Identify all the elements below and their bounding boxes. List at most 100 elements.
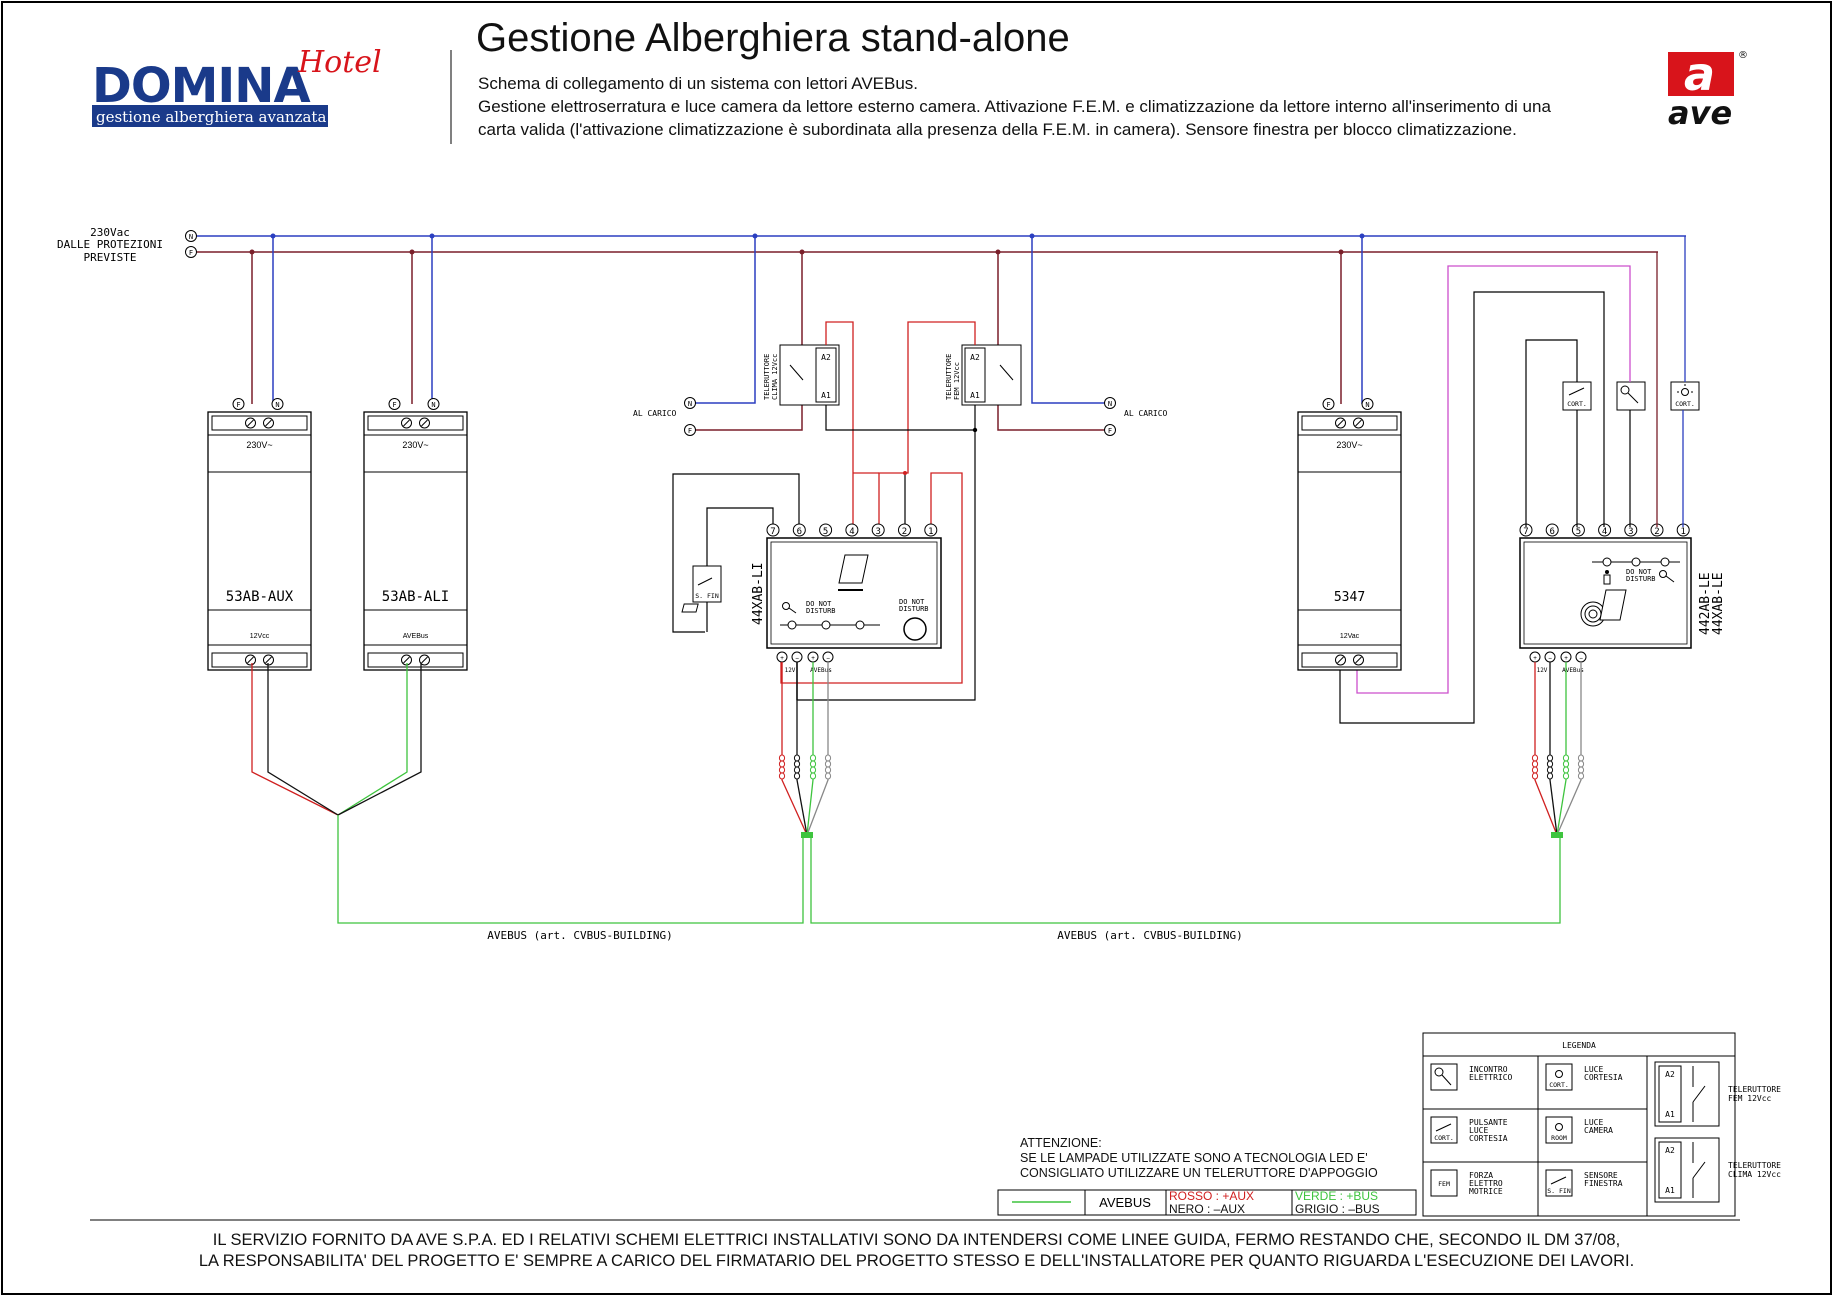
clima-load-n-terminal [684, 397, 696, 409]
reader-external-inner [1523, 541, 1688, 645]
wire-connector [1562, 760, 1570, 768]
contactor-fem-label: TELERUTTORE FEM 12Vcc [945, 349, 961, 400]
module-voltage: 230V~ [1336, 440, 1362, 450]
clima-coil-a2-wire [825, 321, 854, 527]
cable-legend-rosso: ROSSO : +AUX [1169, 1189, 1254, 1203]
key-icon-shaft [1441, 1074, 1452, 1086]
mains-label-line: 230Vac [90, 226, 130, 239]
fem-load-label: AL CARICO [1124, 409, 1168, 418]
mains-n-label: N [189, 233, 193, 241]
logo-tagline-bar [92, 105, 328, 127]
wire-connector [1562, 766, 1570, 774]
reader-internal-avebus: AVEBus [810, 667, 832, 674]
cable-legend-verde: VERDE : +BUS [1295, 1189, 1378, 1203]
clima-load-f-terminal [684, 424, 696, 436]
fem-load-n-terminal [1104, 397, 1116, 409]
reader-external-avebus: AVEBus [1562, 667, 1584, 674]
reader-external[interactable]: DO NOT DISTURB 442AB-LE 44XAB-LE [1519, 537, 1726, 649]
numbered-terminal-label: 2 [902, 527, 907, 537]
legend-icon-tag: S. FIN [1547, 1187, 1571, 1195]
junction-dot [1359, 233, 1365, 239]
screw-slot [1355, 419, 1362, 427]
contactor-fem-label-line: TELERUTTORE [945, 354, 953, 400]
cort-button-label: CORT. [1567, 400, 1587, 408]
module-top-terminal-bar [1301, 415, 1398, 431]
module-label: 53AB-ALI [382, 589, 449, 605]
module-body [207, 411, 312, 671]
wire-connector [778, 760, 786, 768]
fem-load-f-label: F [1108, 427, 1112, 435]
legend-item-text: ELETTRO [1469, 1179, 1503, 1188]
screw-slot [1337, 656, 1344, 664]
attention-line: SE LE LAMPADE UTILIZZATE SONO A TECNOLOG… [1020, 1151, 1368, 1165]
reader-internal-dnd-line: DO NOT [806, 600, 832, 608]
ave-logo-mark: a [1684, 47, 1715, 101]
legend-item-text: FINESTRA [1584, 1179, 1623, 1188]
legend-contactor-coil [1658, 1065, 1682, 1123]
module-output-label: AVEBus [403, 633, 429, 640]
svg-text:+: + [1564, 655, 1568, 662]
cable-wire [796, 662, 808, 836]
domina-logo: DOMINA Hotel gestione alberghiera avanza… [92, 45, 382, 127]
cable-wire [1556, 662, 1582, 836]
wire-connector [1531, 766, 1539, 774]
terminal-n-label: N [275, 401, 279, 409]
room-light-icon [1603, 570, 1611, 585]
key-icon [782, 602, 797, 614]
terminal-f-tag [232, 398, 245, 410]
wire-connector [824, 760, 832, 768]
page-subtitle: Schema di collegamento di un sistema con… [478, 72, 1678, 141]
fem-coil-a2-wire [878, 321, 976, 527]
bus-label-2: AVEBUS (art. CVBUS-BUILDING) [1057, 929, 1242, 942]
cable-legend: AVEBUS ROSSO : +AUX NERO : –AUX VERDE : … [997, 1189, 1417, 1216]
mains-f-label: F [189, 249, 193, 257]
page-title: Gestione Alberghiera stand-alone [476, 16, 1070, 60]
wire-connector [778, 772, 786, 780]
reader-internal[interactable]: 44XAB-LI DO NOT DISTURB DO NOT DISTURB [681, 537, 942, 649]
card-icon [838, 554, 869, 584]
module-output-label: 12Vac [1340, 633, 1360, 640]
mains-n-terminal [185, 230, 197, 242]
module-label: 5347 [1334, 590, 1365, 605]
wire-connector [809, 754, 817, 762]
numbered-terminal [1545, 523, 1559, 537]
disclaimer-line: LA RESPONSABILITA' DEL PROGETTO E' SEMPR… [198, 1252, 1635, 1270]
lock-phase [1356, 265, 1631, 694]
cable-legend-grigio: GRIGIO : –BUS [1295, 1202, 1380, 1216]
cable-reader-external [1531, 662, 1585, 838]
contactor-fem-a2: A2 [970, 353, 980, 362]
switch-icon [1545, 1169, 1573, 1197]
attention-note: ATTENZIONE: SE LE LAMPADE UTILIZZATE SON… [1020, 1136, 1378, 1181]
module-label: 53AB-AUX [226, 589, 294, 605]
legend-contactor-text: CLIMA 12Vcc [1728, 1170, 1781, 1179]
terminal-n-label: N [1365, 401, 1369, 409]
mains-label-line: PREVISTE [84, 251, 137, 264]
dnd-button[interactable] [903, 617, 927, 641]
legend-item-text: FORZA [1469, 1171, 1493, 1180]
numbered-terminal-label: 7 [1523, 527, 1528, 537]
wire-connector [1531, 760, 1539, 768]
key-icon [1620, 385, 1639, 404]
contactor-clima-label-line: CLIMA 12Vcc [771, 354, 779, 400]
subtitle-line: carta valida (l'attivazione climatizzazi… [478, 120, 1517, 139]
module-top-terminal-bar [211, 415, 308, 431]
junction-dot [752, 233, 758, 239]
numbered-terminal-label: 4 [1602, 527, 1607, 537]
cable-junction [1551, 832, 1563, 838]
light-icon-bulb [1555, 1123, 1563, 1131]
junction-dot [995, 249, 1001, 255]
terminal-n-tag [271, 398, 284, 410]
wire-connector [1577, 772, 1585, 780]
svg-text:+: + [811, 655, 815, 662]
clima-load-n-label: N [688, 400, 692, 408]
mains-f-terminal [185, 246, 197, 258]
subtitle-line: Gestione elettroserratura e luce camera … [478, 97, 1551, 116]
wire-connector [793, 766, 801, 774]
wire-connector [1546, 766, 1554, 774]
cable-wire [806, 662, 814, 836]
